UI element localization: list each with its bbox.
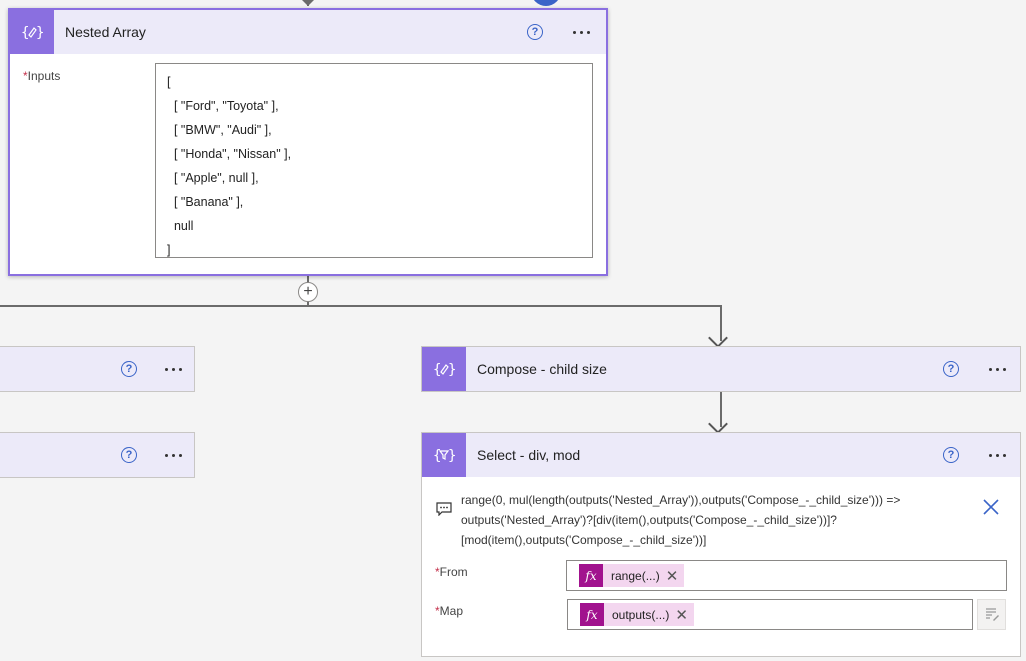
token-label: range(...) [611, 568, 660, 583]
compose-child-size-title: Compose - child size [477, 361, 607, 377]
left-card-2-header[interactable]: ? [0, 433, 194, 477]
more-options-icon[interactable] [985, 367, 1010, 371]
help-icon[interactable]: ? [121, 447, 137, 463]
input-line: null [167, 219, 194, 233]
left-action-card-1[interactable]: ? [0, 346, 195, 392]
token-label: outputs(...) [612, 607, 670, 622]
from-field[interactable]: fx range(...) ✕ [566, 560, 1007, 591]
nested-array-title: Nested Array [65, 24, 146, 40]
map-label: *Map [435, 604, 464, 618]
arrow-down-icon [708, 414, 728, 434]
compose-icon: {} [422, 347, 466, 391]
input-line: [ "BMW", "Audi" ], [167, 123, 272, 137]
map-field[interactable]: fx outputs(...) ✕ [567, 599, 973, 630]
branch-line [0, 305, 722, 307]
svg-text:{: { [433, 448, 441, 464]
switch-to-text-mode-icon[interactable] [977, 599, 1006, 630]
help-icon[interactable]: ? [121, 361, 137, 377]
inputs-label: *Inputs [23, 69, 61, 83]
close-icon[interactable] [982, 498, 1000, 521]
input-line: [ "Banana" ], [167, 195, 244, 209]
remove-token-icon[interactable]: ✕ [665, 567, 679, 585]
compose-child-size-card[interactable]: {} Compose - child size ? [421, 346, 1021, 392]
left-action-card-2[interactable]: ? [0, 432, 195, 478]
more-options-icon[interactable] [161, 367, 186, 371]
svg-text:{: { [21, 25, 29, 41]
select-icon: {} [422, 433, 466, 477]
help-icon[interactable]: ? [527, 24, 543, 40]
nested-array-card[interactable]: {} Nested Array ? *Inputs [ [ "Ford", "T… [8, 8, 608, 276]
map-token[interactable]: fx outputs(...) ✕ [580, 603, 694, 626]
select-div-mod-title: Select - div, mod [477, 447, 581, 463]
select-div-mod-card[interactable]: {} Select - div, mod ? range(0, mul(leng… [421, 432, 1021, 657]
expression-line: range(0, mul(length(outputs('Nested_Arra… [461, 493, 901, 507]
expression-line: outputs('Nested_Array')?[div(item(),outp… [461, 513, 837, 527]
svg-text:}: } [36, 25, 44, 41]
compose-icon: {} [10, 10, 54, 54]
from-label: *From [435, 565, 468, 579]
select-div-mod-header[interactable]: {} Select - div, mod ? [422, 433, 1020, 477]
left-card-1-header[interactable]: ? [0, 347, 194, 391]
input-line: [ "Honda", "Nissan" ], [167, 147, 292, 161]
from-token[interactable]: fx range(...) ✕ [579, 564, 685, 587]
svg-text:}: } [448, 362, 456, 378]
compose-child-size-header[interactable]: {} Compose - child size ? [422, 347, 1020, 391]
expression-comment: range(0, mul(length(outputs('Nested_Arra… [461, 490, 900, 550]
inputs-field[interactable]: [ [ "Ford", "Toyota" ], [ "BMW", "Audi" … [155, 63, 593, 258]
remove-token-icon[interactable]: ✕ [675, 606, 688, 624]
help-icon[interactable]: ? [943, 361, 959, 377]
svg-text:}: } [448, 448, 456, 464]
arrow-down-icon [708, 328, 728, 348]
help-icon[interactable]: ? [943, 447, 959, 463]
arrow-head-top [300, 0, 316, 6]
more-options-icon[interactable] [569, 30, 594, 34]
more-options-icon[interactable] [985, 453, 1010, 457]
input-line: ] [167, 243, 171, 257]
input-line: [ [167, 75, 171, 89]
connector-right-branch [720, 305, 722, 341]
svg-text:{: { [433, 362, 441, 378]
expression-line: [mod(item(),outputs('Compose_-_child_siz… [461, 533, 707, 547]
input-line: [ "Ford", "Toyota" ], [167, 99, 279, 113]
input-line: [ "Apple", null ], [167, 171, 259, 185]
add-step-button[interactable]: + [298, 282, 318, 302]
connector-compose-select [720, 391, 722, 427]
nested-array-header[interactable]: {} Nested Array ? [10, 10, 606, 54]
partial-blue-circle [531, 0, 561, 6]
comment-icon[interactable] [436, 502, 452, 521]
function-icon: fx [580, 603, 604, 626]
function-icon: fx [579, 564, 603, 587]
more-options-icon[interactable] [161, 453, 186, 457]
